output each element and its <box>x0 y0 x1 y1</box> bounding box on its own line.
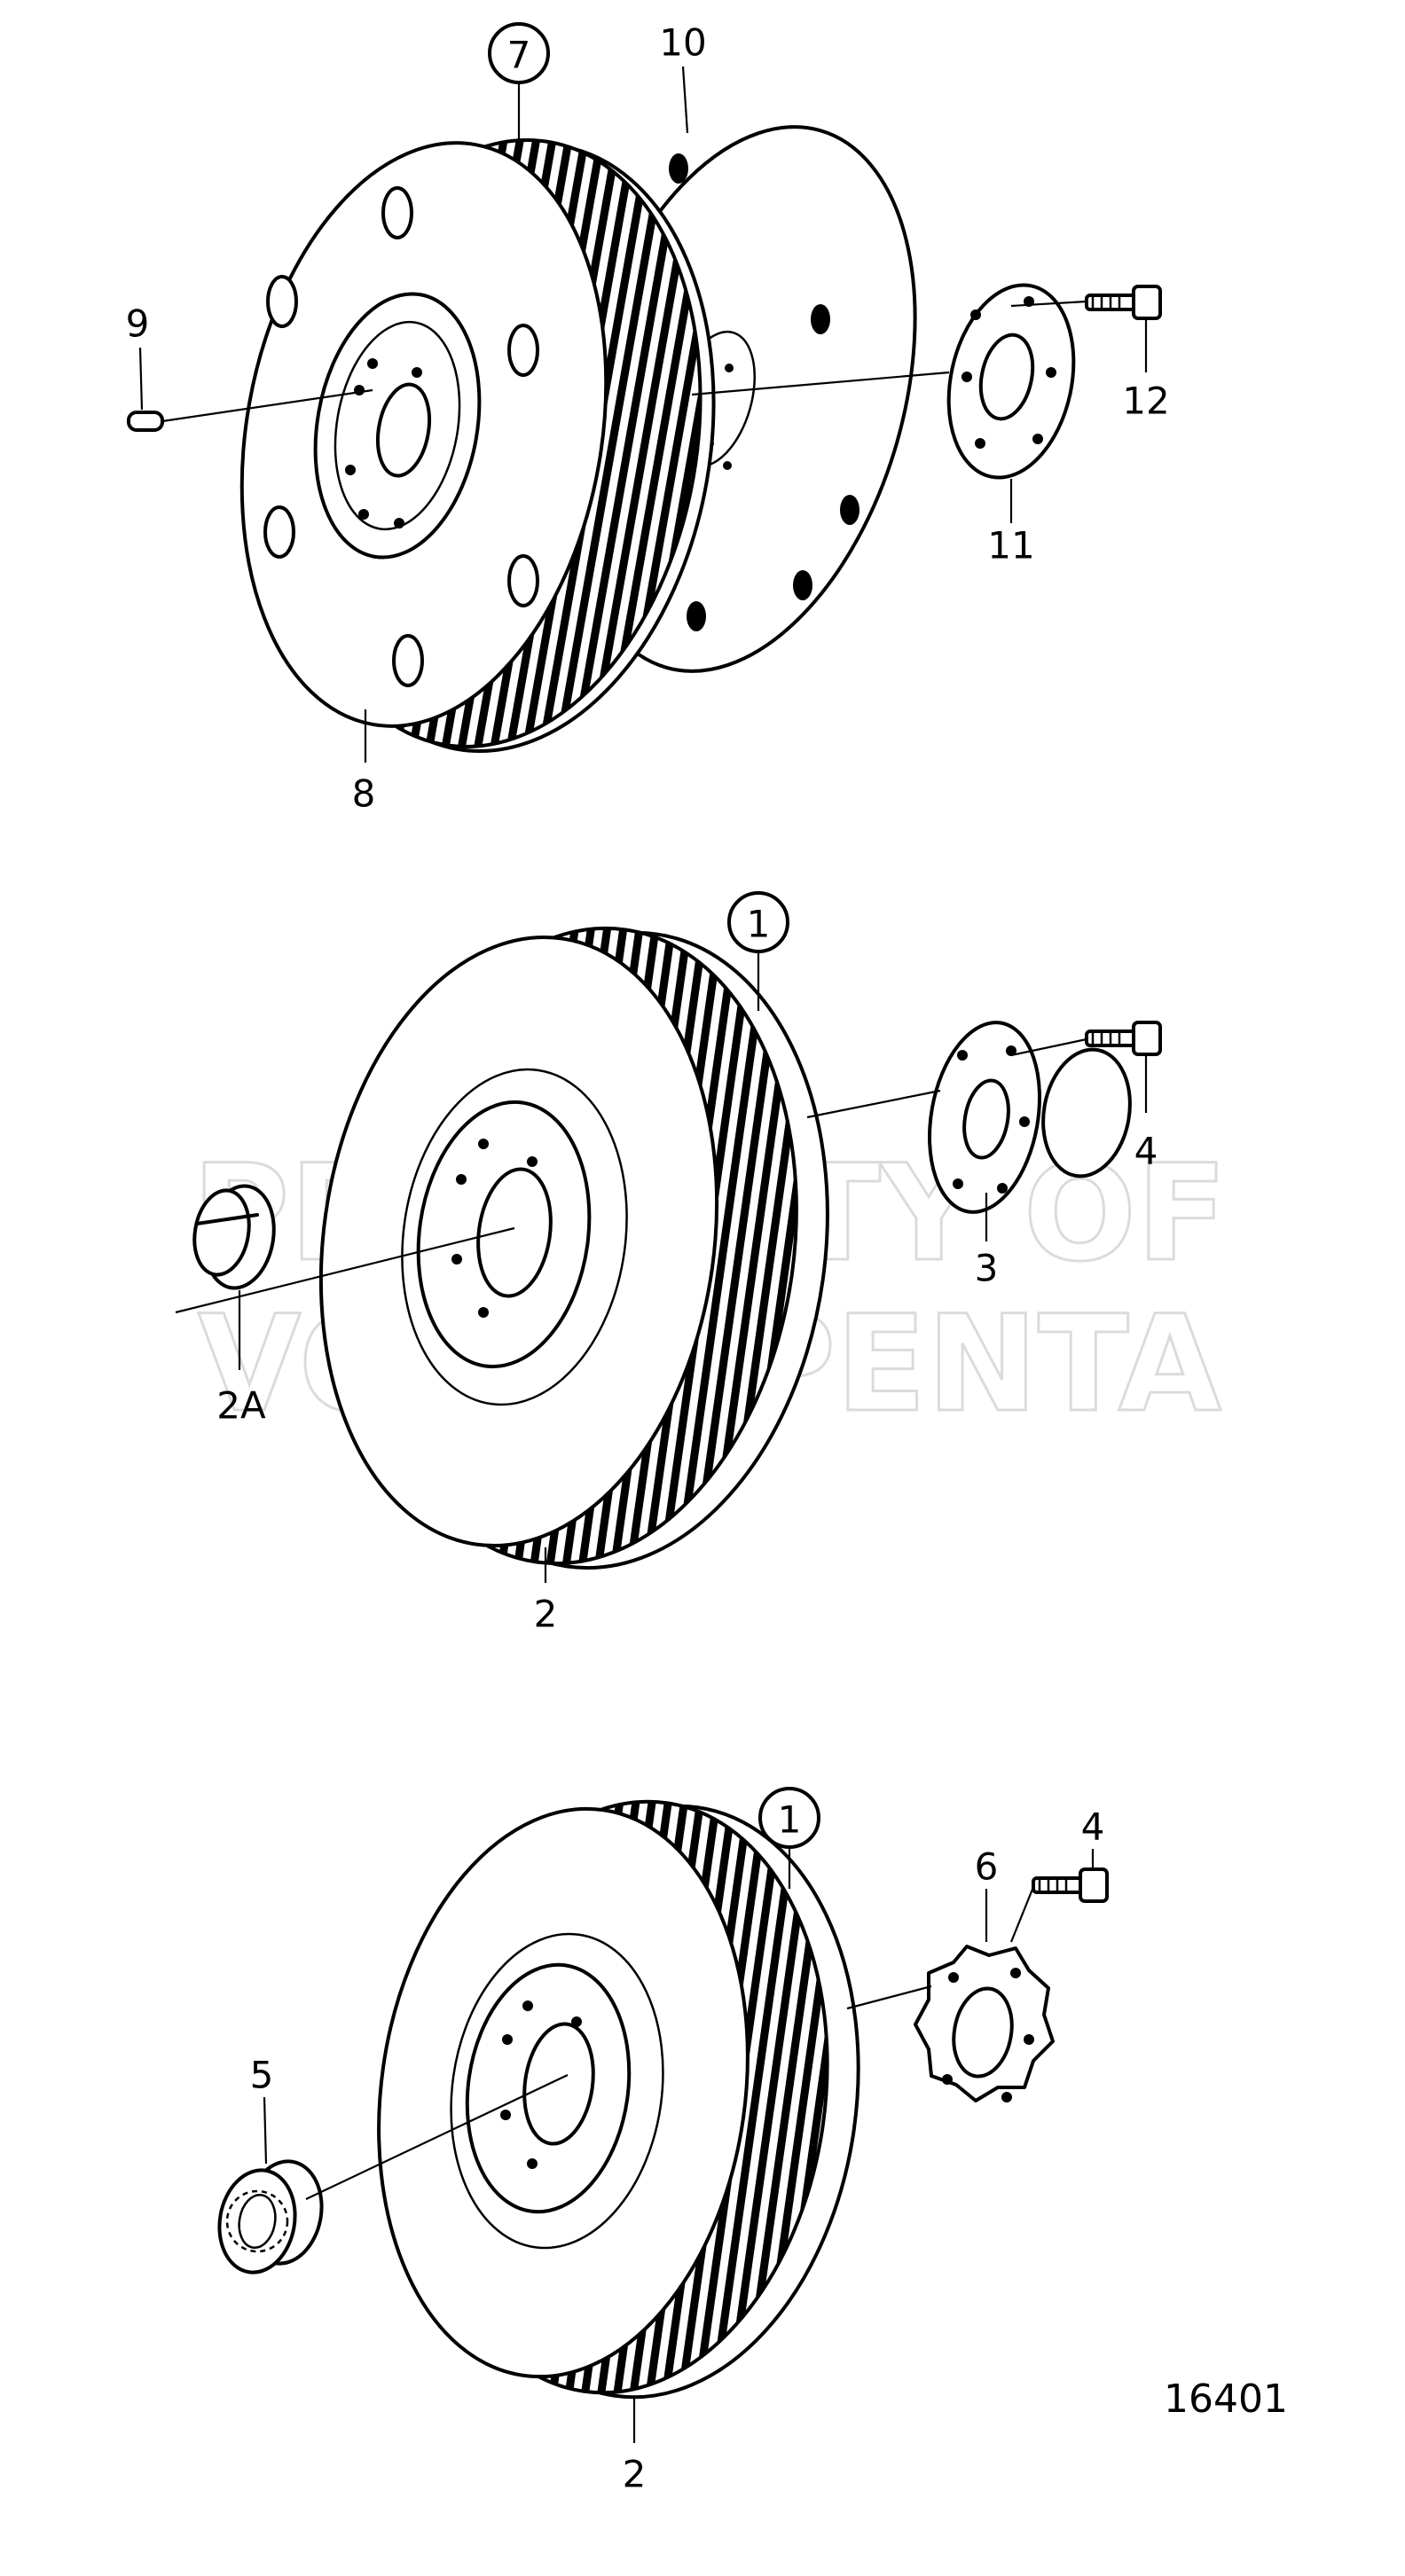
callout-1-middle-label: 1 <box>747 903 771 946</box>
drawing-number: 16401 <box>1164 2376 1288 2422</box>
callout-6-label: 6 <box>975 1845 999 1889</box>
callout-6: 6 <box>975 1845 999 1942</box>
callout-8: 8 <box>352 709 376 816</box>
flywheel-bottom <box>377 1799 860 2400</box>
lock-plate-6 <box>914 1945 1055 2102</box>
callout-4-bottom-label: 4 <box>1081 1805 1105 1849</box>
callout-3: 3 <box>975 1193 999 1290</box>
callout-2a-label: 2A <box>216 1384 266 1428</box>
washer-plate <box>946 283 1076 480</box>
callout-7: 7 <box>488 22 550 151</box>
callout-1-middle: 1 <box>727 891 789 1011</box>
callout-9: 9 <box>126 302 150 411</box>
assembly-flexplate-flywheel <box>127 125 1162 753</box>
callout-2-bottom: 2 <box>623 2399 647 2496</box>
callout-4-bottom: 4 <box>1081 1805 1105 1869</box>
callout-4-middle-label: 4 <box>1134 1130 1158 1173</box>
callout-5-label: 5 <box>250 2054 274 2097</box>
callout-4-middle: 4 <box>1134 1055 1158 1173</box>
callout-5: 5 <box>250 2054 274 2165</box>
callout-11-label: 11 <box>987 524 1034 568</box>
callout-8-label: 8 <box>352 772 376 816</box>
callout-12-label: 12 <box>1122 380 1169 423</box>
callout-3-label: 3 <box>975 1247 999 1290</box>
callout-10: 10 <box>659 21 707 134</box>
assembly-flywheel-with-bearing <box>217 1799 1109 2400</box>
callout-1-bottom: 1 <box>758 1787 820 1889</box>
callout-12: 12 <box>1122 319 1170 423</box>
callout-2-middle: 2 <box>534 1547 558 1636</box>
hub-3 <box>928 1021 1132 1214</box>
bolt-12 <box>1085 285 1162 320</box>
callout-2a: 2A <box>216 1290 266 1428</box>
flywheel-with-ring-gear <box>239 138 716 753</box>
callout-2-middle-label: 2 <box>534 1593 558 1636</box>
callout-10-label: 10 <box>659 21 706 65</box>
bolt-4-bottom <box>1032 1867 1109 1903</box>
flywheel-middle <box>318 926 829 1570</box>
dowel-pin <box>127 411 164 432</box>
callout-11: 11 <box>987 479 1035 568</box>
bearing-sleeve-2a <box>192 1184 276 1290</box>
bolt-4-middle <box>1085 1021 1162 1056</box>
ball-bearing-5 <box>217 2159 324 2275</box>
callout-7-label: 7 <box>507 34 531 77</box>
callout-9-label: 9 <box>126 302 150 346</box>
callout-1-bottom-label: 1 <box>778 1798 802 1842</box>
assembly-flywheel-with-hub <box>175 926 1162 1570</box>
callout-2-bottom-label: 2 <box>623 2453 647 2496</box>
